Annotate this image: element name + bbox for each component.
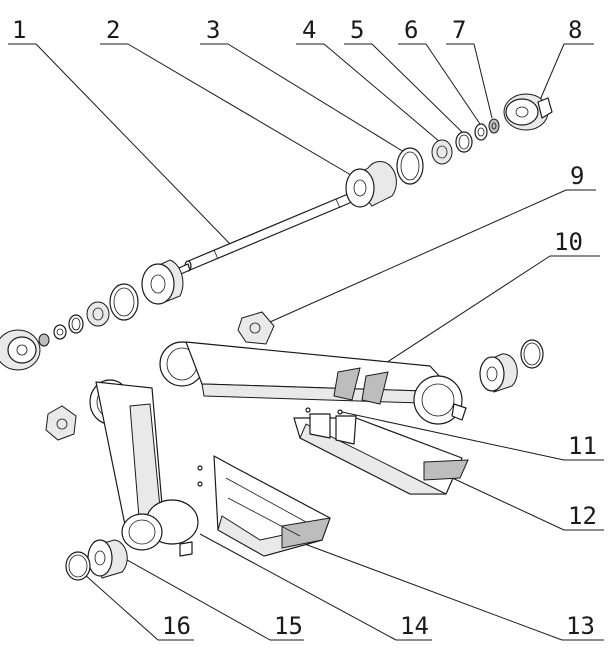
washer-part-upper <box>474 123 488 141</box>
nut-part-upper <box>488 118 500 134</box>
ring-part-lower <box>109 283 139 321</box>
callout-label-11: 11 <box>568 432 597 460</box>
callout-label-2: 2 <box>106 16 120 44</box>
callout-label-15: 15 <box>274 612 303 640</box>
upper-arm-part <box>159 341 467 425</box>
callout-label-16: 16 <box>162 612 191 640</box>
callout-label-4: 4 <box>302 16 316 44</box>
ring-part-right <box>520 339 544 369</box>
callout-11: 11 <box>341 411 604 461</box>
callout-13: 13 <box>293 539 604 641</box>
collar-part-lower <box>86 301 110 327</box>
bushing-part-upper <box>345 161 397 208</box>
callout-label-6: 6 <box>404 16 418 44</box>
upper-bracket-part <box>293 413 469 495</box>
lower-bracket-part <box>213 455 331 557</box>
callout-6: 6 <box>398 16 481 125</box>
callout-label-9: 9 <box>570 162 584 190</box>
callout-9: 9 <box>269 162 596 323</box>
callout-label-1: 1 <box>12 16 26 44</box>
callout-12: 12 <box>447 475 604 531</box>
callout-7: 7 <box>446 16 493 119</box>
bushing-part-lower <box>141 259 184 305</box>
callout-3: 3 <box>200 16 405 153</box>
callout-label-5: 5 <box>350 16 364 44</box>
collar-part-upper <box>431 139 453 165</box>
lower-arm-part <box>89 379 199 557</box>
callout-15: 15 <box>119 555 304 641</box>
callout-1: 1 <box>8 16 233 247</box>
callout-14: 14 <box>199 533 432 641</box>
mounting-block-part <box>237 311 275 345</box>
callout-label-8: 8 <box>568 16 582 44</box>
callout-label-10: 10 <box>554 228 583 256</box>
washer-part-lower <box>53 324 67 340</box>
bushing-part-bottom <box>87 539 128 579</box>
nut-part-lower <box>38 333 50 347</box>
end-cap-part-upper <box>503 93 553 131</box>
callout-8: 8 <box>539 16 594 101</box>
bushing-part-right <box>479 353 518 393</box>
small-ring-part-upper <box>455 131 473 153</box>
callout-16: 16 <box>83 573 194 641</box>
callout-label-13: 13 <box>566 612 595 640</box>
callout-label-14: 14 <box>400 612 429 640</box>
callout-label-12: 12 <box>568 502 597 530</box>
ring-part-bottom <box>65 551 91 581</box>
end-cap-part-lower <box>0 329 41 371</box>
callout-2: 2 <box>100 16 357 179</box>
loose-cap-part <box>45 405 77 441</box>
pin-parts <box>197 407 343 487</box>
shaft-part <box>155 193 353 285</box>
small-ring-part-lower <box>68 314 84 334</box>
callout-label-7: 7 <box>452 16 466 44</box>
ring-part-upper <box>396 147 424 185</box>
callout-label-3: 3 <box>206 16 220 44</box>
callout-5: 5 <box>344 16 463 133</box>
callout-4: 4 <box>296 16 441 143</box>
callout-10: 10 <box>371 228 600 373</box>
